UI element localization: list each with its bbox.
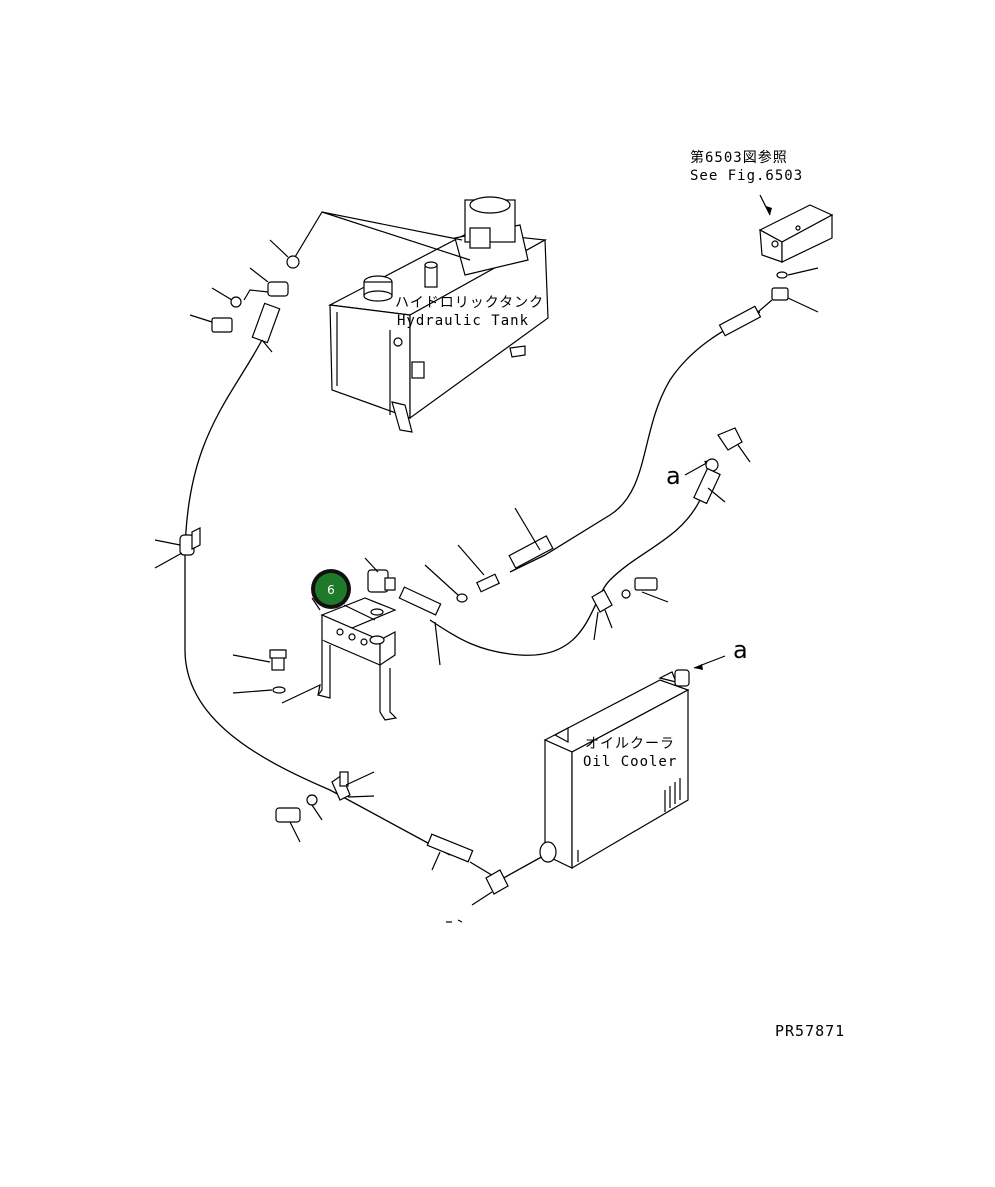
left-hose-clamp [154, 527, 201, 569]
drawing-number: PR57871 [775, 1022, 845, 1040]
middle-hose-clamp [591, 577, 669, 641]
elbow-fitting-upper [705, 427, 751, 472]
tank-label-jp: ハイドロリックタンク [395, 295, 544, 311]
see-fig-note-en: See Fig.6503 [690, 168, 803, 184]
hydraulic-tank [328, 196, 549, 433]
tank-label-en: Hydraulic Tank [397, 313, 529, 329]
cooler-label-jp: オイルクーラ [585, 736, 675, 752]
middle-hose [429, 499, 701, 656]
upper-left-fittings [189, 239, 300, 353]
connection-mark-lower: a [733, 636, 748, 664]
oil-cooler [539, 669, 690, 870]
left-return-hose [184, 339, 451, 856]
callout-6-marker[interactable]: 6 [311, 569, 351, 609]
elbow-fitting-lower [471, 869, 509, 906]
valve-block [758, 204, 834, 263]
callout-number: 6 [327, 583, 335, 597]
mounting-bracket [316, 597, 398, 721]
lower-hose [469, 854, 546, 881]
upper-right-hose [509, 311, 761, 573]
connection-mark-upper: a [666, 462, 681, 490]
lower-hose-clamp [275, 771, 375, 843]
cooler-label-en: Oil Cooler [583, 754, 677, 770]
see-fig-note-jp: 第6503図参照 [690, 149, 788, 166]
elbow-fitting-bracket [364, 557, 396, 616]
